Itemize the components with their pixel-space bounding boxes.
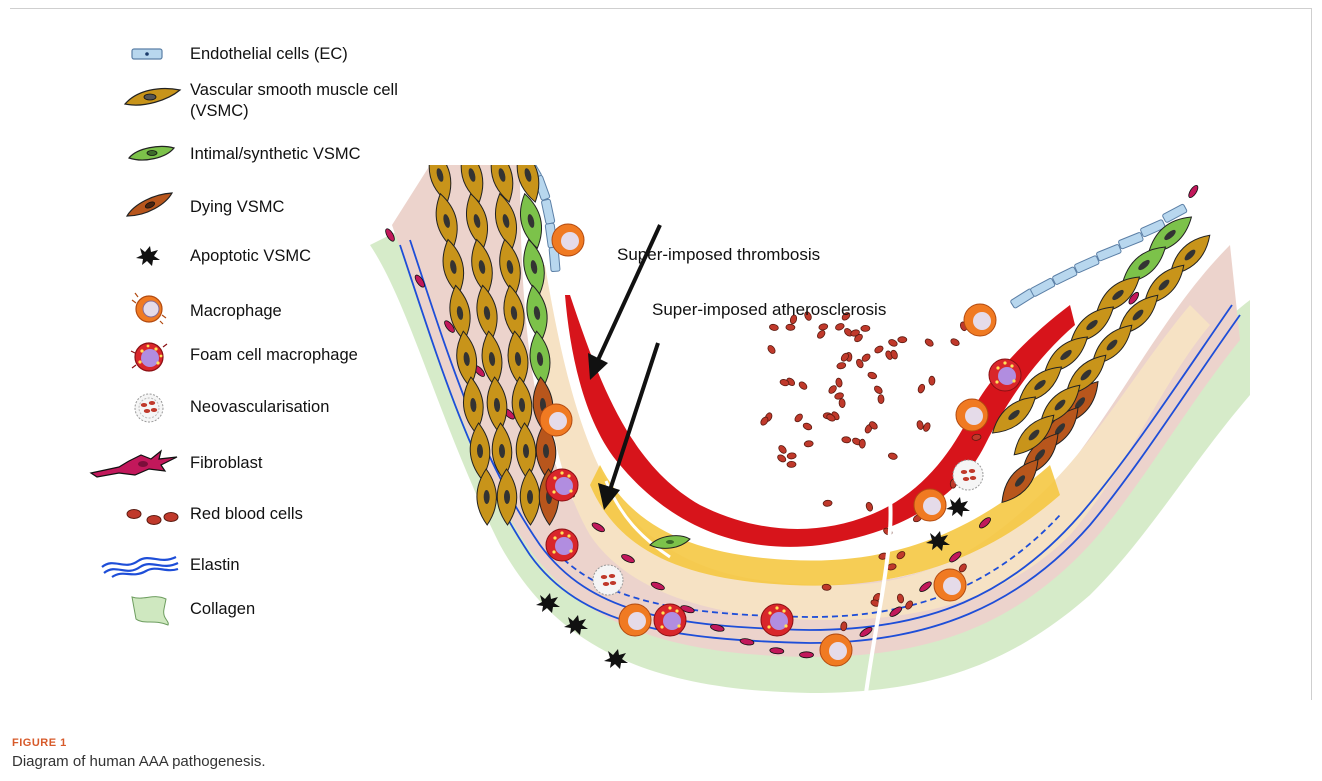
foam-cell-icon bbox=[92, 334, 182, 374]
legend-label: Apoptotic VSMC bbox=[190, 246, 311, 267]
figure-label: FIGURE 1 bbox=[12, 737, 67, 749]
fibroblast bbox=[799, 652, 813, 658]
vsmc-icon bbox=[92, 82, 182, 116]
red-blood-cell bbox=[787, 453, 796, 460]
red-blood-cell bbox=[929, 376, 935, 385]
red-blood-cell bbox=[776, 453, 787, 463]
figure-caption: Diagram of human AAA pathogenesis. bbox=[12, 753, 266, 770]
red-blood-cell bbox=[787, 461, 796, 467]
legend-item-synthetic-vsmc: Intimal/synthetic VSMC bbox=[0, 138, 420, 172]
macrophage bbox=[540, 404, 572, 436]
legend-label: Neovascularisation bbox=[190, 397, 329, 418]
legend-label: Macrophage bbox=[190, 301, 282, 322]
legend-label: Elastin bbox=[190, 555, 240, 576]
legend-label: Red blood cells bbox=[190, 504, 303, 525]
macrophage bbox=[964, 304, 996, 336]
red-blood-cell bbox=[827, 384, 838, 395]
red-blood-cells-icon bbox=[92, 500, 182, 534]
red-blood-cell bbox=[816, 329, 827, 340]
red-blood-cell bbox=[793, 413, 804, 424]
macrophage bbox=[956, 399, 988, 431]
fibroblast bbox=[1187, 184, 1200, 199]
red-blood-cell bbox=[842, 436, 852, 443]
red-blood-cell bbox=[873, 345, 884, 355]
red-blood-cell bbox=[859, 439, 865, 448]
red-blood-cell bbox=[804, 440, 814, 447]
legend-label: Foam cell macrophage bbox=[190, 345, 358, 366]
legend-item-fibroblast: Fibroblast bbox=[0, 447, 420, 481]
macrophage-icon bbox=[92, 286, 182, 326]
red-blood-cell bbox=[873, 385, 884, 395]
endothelial-cell-icon bbox=[92, 38, 182, 72]
elastin-icon bbox=[95, 547, 191, 581]
synthetic-vsmc-icon bbox=[92, 138, 182, 172]
legend-item-dying-vsmc: Dying VSMC bbox=[0, 189, 420, 223]
neovessel bbox=[593, 565, 623, 595]
legend-item-macrophage: Macrophage bbox=[0, 290, 420, 324]
red-blood-cell bbox=[839, 398, 846, 408]
red-blood-cell bbox=[818, 323, 828, 331]
dying-vsmc-icon bbox=[92, 189, 182, 223]
collagen-icon bbox=[92, 588, 182, 628]
red-blood-cell bbox=[786, 324, 795, 331]
red-blood-cell bbox=[867, 371, 878, 380]
legend-item-endothelial: Endothelial cells (EC) bbox=[0, 38, 420, 72]
legend-item-foam-cell: Foam cell macrophage bbox=[0, 337, 420, 371]
red-blood-cell bbox=[888, 452, 898, 460]
red-blood-cell bbox=[836, 362, 846, 370]
red-blood-cell bbox=[835, 322, 846, 331]
red-blood-cell bbox=[823, 500, 833, 507]
red-blood-cell bbox=[835, 378, 843, 388]
fibroblast-icon bbox=[86, 447, 182, 481]
red-blood-cell bbox=[917, 383, 926, 394]
red-blood-cell bbox=[769, 324, 779, 332]
red-blood-cell bbox=[822, 584, 831, 591]
red-blood-cell bbox=[878, 394, 884, 403]
macrophage bbox=[914, 489, 946, 521]
legend-label: Fibroblast bbox=[190, 453, 262, 474]
red-blood-cell bbox=[766, 344, 776, 355]
neovascularisation-icon bbox=[92, 384, 182, 424]
legend-item-apoptotic-vsmc: Apoptotic VSMC bbox=[0, 238, 420, 272]
thrombosis-annotation: Super-imposed thrombosis bbox=[617, 245, 820, 265]
red-blood-cell bbox=[916, 420, 924, 430]
red-blood-cell bbox=[861, 325, 870, 331]
red-blood-cell bbox=[888, 338, 899, 347]
legend-label: Collagen bbox=[190, 599, 255, 620]
red-blood-cell bbox=[798, 380, 809, 390]
macrophage bbox=[934, 569, 966, 601]
red-blood-cell bbox=[950, 337, 961, 347]
legend-item-elastin: Elastin bbox=[0, 547, 420, 581]
legend-item-neovascularisation: Neovascularisation bbox=[0, 388, 420, 422]
macrophage bbox=[619, 604, 651, 636]
foam-cell bbox=[654, 604, 686, 636]
foam-cell bbox=[546, 529, 578, 561]
red-blood-cell bbox=[898, 337, 907, 343]
endothelial-lining bbox=[522, 165, 1187, 309]
macrophage bbox=[820, 634, 852, 666]
legend-label: Intimal/synthetic VSMC bbox=[190, 144, 361, 165]
red-blood-cell bbox=[924, 337, 935, 347]
legend-item-vsmc: Vascular smooth muscle cell (VSMC) bbox=[0, 82, 420, 116]
red-blood-cell bbox=[865, 501, 874, 511]
macrophage bbox=[552, 224, 584, 256]
legend-label: Vascular smooth muscle cell (VSMC) bbox=[190, 80, 420, 122]
foam-cell bbox=[761, 604, 793, 636]
legend-item-collagen: Collagen bbox=[0, 590, 420, 624]
foam-cell bbox=[546, 469, 578, 501]
red-blood-cell bbox=[802, 422, 813, 431]
neovessel bbox=[953, 460, 983, 490]
red-blood-cell bbox=[777, 444, 787, 455]
legend-label: Dying VSMC bbox=[190, 197, 284, 218]
apoptotic-vsmc-icon bbox=[92, 238, 182, 272]
foam-cell bbox=[989, 359, 1021, 391]
atherosclerosis-annotation: Super-imposed atherosclerosis bbox=[652, 300, 886, 320]
legend-item-red-blood-cells: Red blood cells bbox=[0, 500, 420, 534]
legend-label: Endothelial cells (EC) bbox=[190, 44, 348, 65]
